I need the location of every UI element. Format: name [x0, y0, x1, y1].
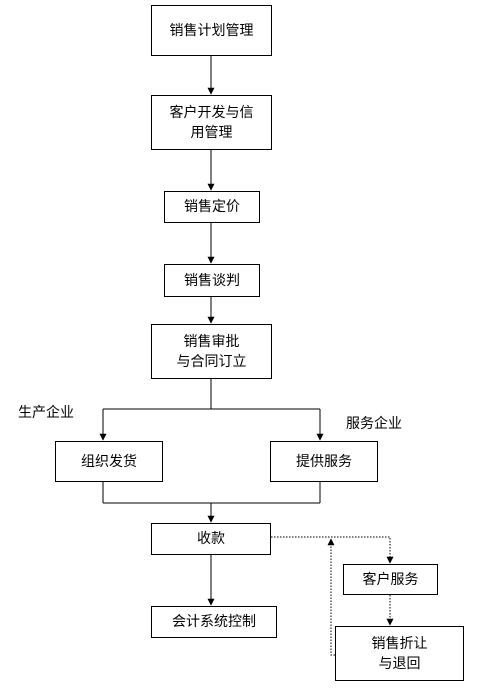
- node-collection: 收款: [151, 523, 271, 555]
- dotted-returns-to-collect: [327, 538, 335, 656]
- node-negotiation: 销售谈判: [164, 264, 260, 297]
- label-production-enterprise: 生产企业: [18, 405, 74, 421]
- node-customer-development: 客户开发与信 用管理: [151, 95, 272, 150]
- label-service-enterprise: 服务企业: [346, 416, 402, 432]
- dotted-collect-to-customer-service: [271, 536, 394, 564]
- node-customer-service: 客户服务: [343, 564, 438, 595]
- node-provide-service: 提供服务: [270, 441, 378, 482]
- node-ship: 组织发货: [55, 441, 163, 482]
- node-pricing: 销售定价: [164, 191, 260, 223]
- node-sales-plan: 销售计划管理: [151, 5, 272, 56]
- node-accounting: 会计系统控制: [151, 606, 277, 638]
- node-review-contract: 销售审批 与合同订立: [151, 324, 272, 379]
- node-returns: 销售折让 与退回: [335, 626, 464, 681]
